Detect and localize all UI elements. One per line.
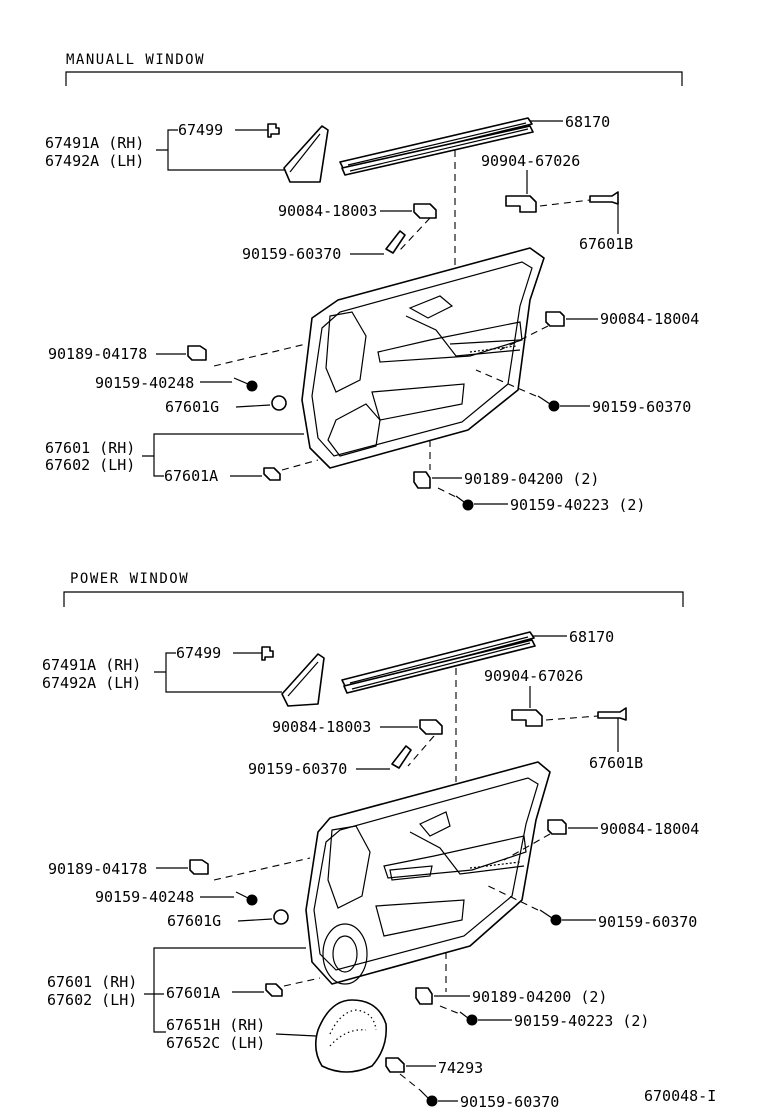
screw-90159-60370-icon — [391, 745, 412, 769]
clip-90189-04200-icon — [415, 987, 433, 1005]
door-trim-panel-icon — [305, 761, 551, 985]
screw-90159-40223-icon — [459, 1011, 478, 1026]
screw-90159-40223-icon — [455, 495, 474, 511]
section-bracket — [65, 71, 683, 86]
label-67499: 67499 — [178, 121, 223, 139]
clip-90084-18004-icon — [545, 311, 565, 327]
plug-67601G-icon — [273, 909, 289, 925]
label-67492A: 67492A (LH) — [42, 674, 141, 692]
label-90189-04200: 90189-04200 (2) — [464, 470, 599, 488]
section-title-power-window: POWER WINDOW — [70, 571, 189, 587]
screw-90159-60370-icon — [385, 230, 406, 254]
label-90159-40248: 90159-40248 — [95, 374, 194, 392]
label-90159-60370-top: 90159-60370 — [242, 245, 341, 263]
clip-74293-icon — [385, 1057, 405, 1073]
label-67499: 67499 — [176, 644, 221, 662]
plug-67601G-icon — [271, 395, 287, 411]
section-title-manual-window: MANUALL WINDOW — [66, 52, 205, 68]
section-bracket — [63, 591, 684, 607]
weatherstrip-68170-icon — [341, 631, 536, 694]
label-67602: 67602 (LH) — [47, 991, 137, 1009]
label-90904-67026: 90904-67026 — [481, 152, 580, 170]
label-67491A: 67491A (RH) — [45, 134, 144, 152]
weatherstrip-68170-icon — [339, 117, 534, 176]
section-manual-window: MANUALL WINDOW 68170 67499 67491A (RH) 6… — [45, 52, 699, 514]
label-68170: 68170 — [569, 628, 614, 646]
clip-90084-18003-icon — [419, 719, 443, 735]
pin-67601B-icon — [589, 191, 619, 205]
speaker-grille-icon — [314, 999, 388, 1073]
clip-90084-18004-icon — [547, 819, 567, 835]
label-90904-67026: 90904-67026 — [484, 667, 583, 685]
label-74293: 74293 — [438, 1059, 483, 1077]
label-90159-40248: 90159-40248 — [95, 888, 194, 906]
label-67652C: 67652C (LH) — [166, 1034, 265, 1052]
label-90159-40223: 90159-40223 (2) — [514, 1012, 649, 1030]
bracket-90904-icon — [505, 195, 537, 213]
label-90084-18003: 90084-18003 — [278, 202, 377, 220]
label-67601A: 67601A — [164, 467, 218, 485]
label-67601: 67601 (RH) — [47, 973, 137, 991]
screw-90159-40248-icon — [233, 377, 258, 392]
label-67601G: 67601G — [167, 912, 221, 930]
label-67601A: 67601A — [166, 984, 220, 1002]
screw-90159-60370-bottom-icon — [419, 1089, 438, 1107]
label-90084-18003: 90084-18003 — [272, 718, 371, 736]
clip-67601A-icon — [265, 983, 283, 997]
label-90084-18004: 90084-18004 — [600, 310, 699, 328]
clip-90084-18003-icon — [413, 203, 437, 219]
label-90159-60370-bottom: 90159-60370 — [460, 1093, 559, 1111]
label-67492A: 67492A (LH) — [45, 152, 144, 170]
label-67651H: 67651H (RH) — [166, 1016, 265, 1034]
label-67601: 67601 (RH) — [45, 439, 135, 457]
clip-67499-icon — [261, 646, 274, 661]
label-90189-04200: 90189-04200 (2) — [472, 988, 607, 1006]
label-90189-04178: 90189-04178 — [48, 860, 147, 878]
label-90159-60370-top: 90159-60370 — [248, 760, 347, 778]
pin-67601B-icon — [597, 707, 627, 721]
label-67601B: 67601B — [589, 754, 643, 772]
clip-90189-04200-icon — [413, 471, 431, 489]
mirror-cover-icon — [283, 125, 329, 183]
bracket-90904-icon — [511, 709, 543, 727]
section-power-window: POWER WINDOW 68170 67499 67491A (RH) 674… — [42, 571, 699, 1111]
screw-90159-60370-right-icon — [537, 395, 560, 412]
screw-90159-60370-right-icon — [539, 909, 562, 926]
label-90159-40223: 90159-40223 (2) — [510, 496, 645, 514]
label-68170: 68170 — [565, 113, 610, 131]
label-67601G: 67601G — [165, 398, 219, 416]
label-90159-60370-right: 90159-60370 — [598, 913, 697, 931]
label-67602: 67602 (LH) — [45, 456, 135, 474]
label-90084-18004: 90084-18004 — [600, 820, 699, 838]
clip-67499-icon — [267, 123, 280, 138]
screw-90159-40248-icon — [235, 891, 258, 906]
label-90189-04178: 90189-04178 — [48, 345, 147, 363]
label-67601B: 67601B — [579, 235, 633, 253]
figure-id: 670048-I — [644, 1087, 716, 1105]
clip-90189-04178-icon — [189, 859, 209, 875]
label-67491A: 67491A (RH) — [42, 656, 141, 674]
label-90159-60370-right: 90159-60370 — [592, 398, 691, 416]
clip-90189-04178-icon — [187, 345, 207, 361]
door-trim-panel-icon — [301, 247, 545, 469]
clip-67601A-icon — [263, 467, 281, 481]
